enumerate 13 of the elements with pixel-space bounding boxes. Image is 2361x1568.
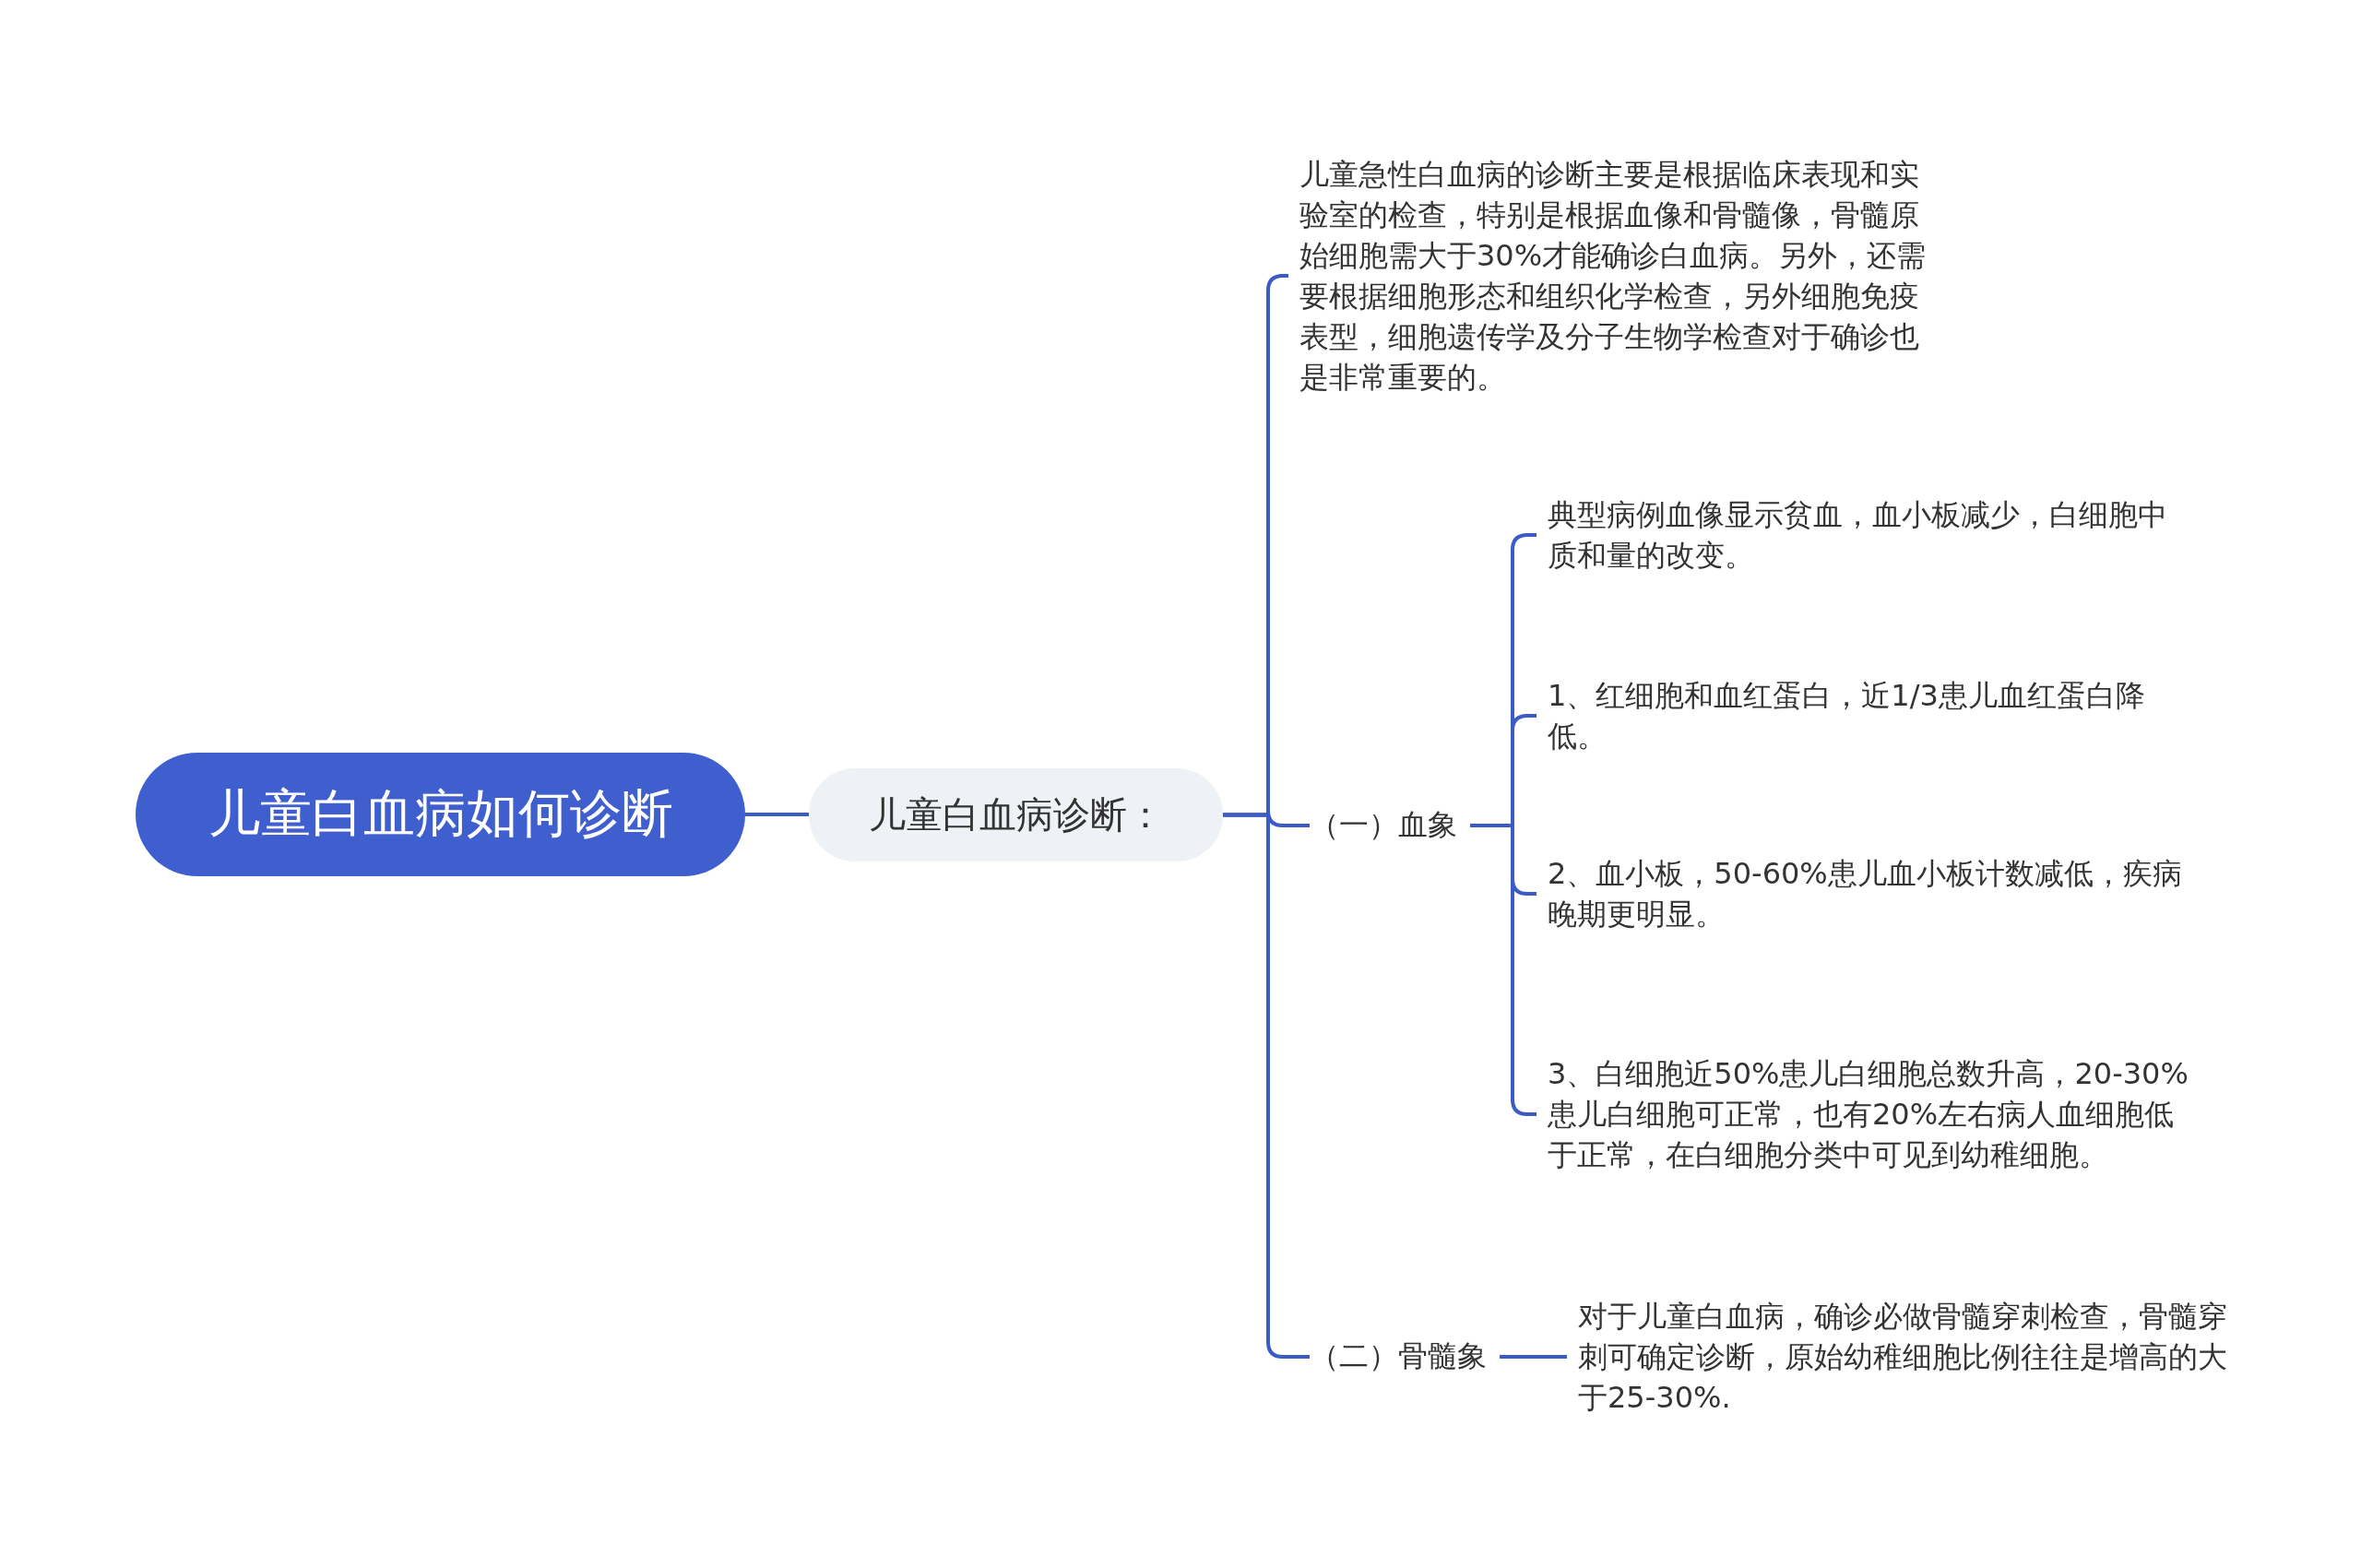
topic-text: 儿童急性白血病的诊断主要是根据临床表现和实验室的检查，特别是根据血像和骨髓像，骨髓原始细胞需大于30%才能确诊白血病。另外，还需要根据细胞形态和组织化学检查，另外细胞免疫表型，细胞遗传学及分子生物学检查对于确诊也是非常重要的。 [1299, 154, 1945, 398]
topic-label: （二）骨髓象 [1310, 1336, 1487, 1377]
topic-text: 2、血小板，50-60%患儿血小板计数减低，疾病晚期更明显。 [1548, 853, 2193, 934]
topic-text: 3、白细胞近50%患儿白细胞总数升高，20-30%患儿白细胞可正常，也有20%左右病人血细胞低于正常，在白细胞分类中可见到幼稚细胞。 [1548, 1053, 2193, 1175]
topic-box: 儿童白血病诊断： [809, 767, 1223, 861]
connector-line [745, 813, 809, 816]
topic-text: 1、红细胞和血红蛋白，近1/3患儿血红蛋白降低。 [1548, 675, 2193, 756]
topic-label: （一）血象 [1310, 805, 1457, 846]
topic-text: 典型病例血像显示贫血，血小板减少，白细胞中质和量的改变。 [1548, 494, 2193, 576]
topic-text: 对于儿童白血病，确诊必做骨髓穿刺检查，骨髓穿刺可确定诊断，原始幼稚细胞比例往往是增高的大于25-30%. [1578, 1296, 2242, 1418]
central-topic: 儿童白血病如何诊断 [136, 753, 745, 876]
connector-line [1500, 1355, 1567, 1359]
connector-line [1223, 813, 1310, 1359]
